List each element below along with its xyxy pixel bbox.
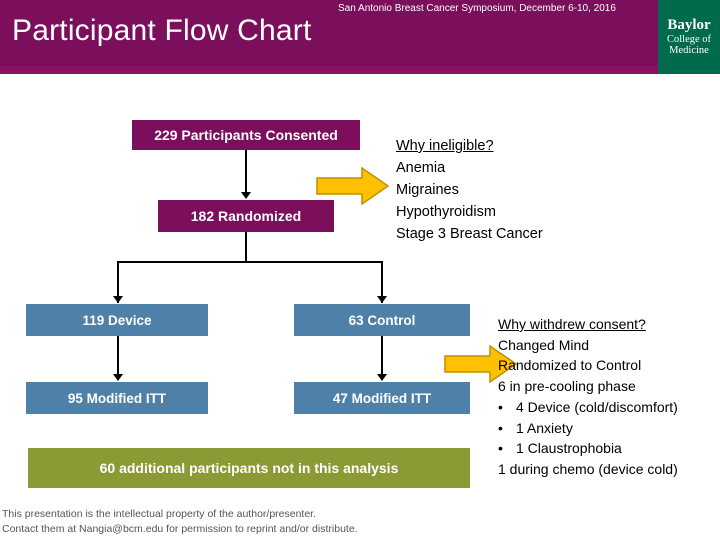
bullet-icon: • [498,419,503,436]
ineligible-item: Hypothyroidism [396,204,496,221]
withdrew-bullet-text: 4 Device (cold/discomfort) [516,398,678,415]
bullet-icon: • [498,440,503,457]
arrowhead-to-randomized [241,192,251,199]
symposium-label: San Antonio Breast Cancer Symposium, Dec… [338,3,616,14]
connector-to-device [117,261,119,303]
flow-box-modified-itt-control: 47 Modified ITT [294,382,470,414]
arrowhead-control-to-itt [377,374,387,381]
connector-control-to-itt [381,336,383,375]
flow-box-consented: 229 Participants Consented [132,120,360,150]
page-title: Participant Flow Chart [12,14,312,47]
slide-footer: This presentation is the intellectual pr… [2,507,442,537]
block-arrow-withdrew-icon [444,344,518,384]
ineligible-reasons: Why ineligible? Anemia Migraines Hypothy… [396,135,696,245]
flow-box-device: 119 Device [26,304,208,336]
header-bar [0,0,658,66]
logo-line-3: Medicine [669,44,709,56]
withdrew-bullet-text: 1 Anxiety [516,419,573,436]
flow-box-modified-itt-device: 95 Modified ITT [26,382,208,414]
footer-line-2: Contact them at Nangia@bcm.edu for permi… [2,523,358,536]
arrowhead-to-device [113,296,123,303]
arrowhead-device-to-itt [113,374,123,381]
ineligible-item: Migraines [396,182,459,199]
ineligible-item: Stage 3 Breast Cancer [396,226,543,243]
flow-box-randomized: 182 Randomized [158,200,334,232]
connector-to-control [381,261,383,303]
withdrew-reasons: Why withdrew consent? Changed Mind Rando… [498,314,720,480]
arrowhead-to-control [377,296,387,303]
baylor-logo: Baylor College of Medicine [658,0,720,74]
connector-split-horizontal [117,261,381,263]
logo-line-1: Baylor [667,17,711,34]
bullet-icon: • [498,398,503,415]
flow-box-control: 63 Control [294,304,470,336]
withdrew-bullet-text: 1 Claustrophobia [516,440,622,457]
withdrew-item: Randomized to Control [498,357,642,374]
page-header: San Antonio Breast Cancer Symposium, Dec… [0,0,720,74]
header-bar-accent [0,66,658,74]
ineligible-item: Anemia [396,160,446,177]
logo-line-2: College of [666,33,712,45]
withdrew-bullet-row: • 1 Claustrophobia [498,438,720,459]
withdrew-bullet-row: • 4 Device (cold/discomfort) [498,397,720,418]
flow-box-additional-participants: 60 additional participants not in this a… [28,448,470,488]
withdrew-bullet-row: • 1 Anxiety [498,418,720,439]
footer-line-1: This presentation is the intellectual pr… [2,508,317,520]
connector-device-to-itt [117,336,119,375]
withdrew-heading: Why withdrew consent? [498,316,646,332]
withdrew-footer-item: 1 during chemo (device cold) [498,461,678,478]
block-arrow-ineligible-icon [316,166,390,206]
ineligible-heading: Why ineligible? [396,138,494,154]
withdrew-item: Changed Mind [498,336,590,353]
connector-randomized-stem [245,232,247,262]
withdrew-item: 6 in pre-cooling phase [498,378,636,395]
connector-consented-to-randomized [245,150,247,193]
